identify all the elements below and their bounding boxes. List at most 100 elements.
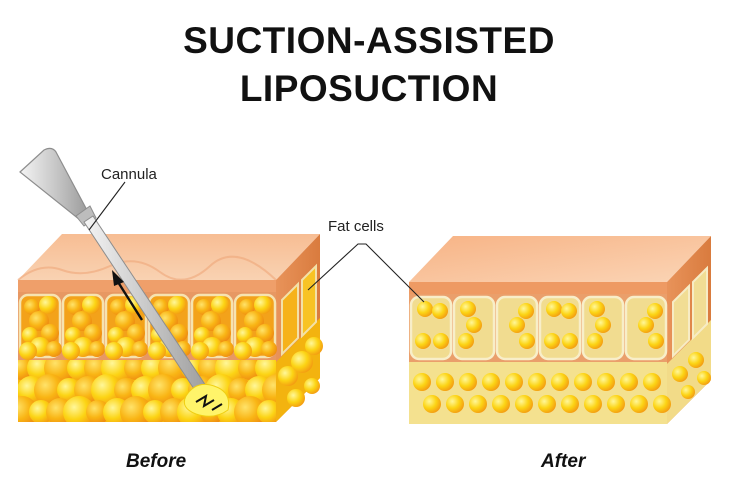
fat-cell bbox=[561, 395, 579, 413]
fat-cell bbox=[697, 371, 711, 385]
fat-cell bbox=[551, 373, 569, 391]
fat-cell bbox=[57, 378, 81, 402]
fat-cell bbox=[62, 342, 80, 360]
fat-cell bbox=[256, 324, 274, 342]
fat-cell bbox=[595, 317, 611, 333]
fat-cell bbox=[46, 341, 62, 357]
fat-cell bbox=[458, 333, 474, 349]
after-side-fat bbox=[672, 352, 711, 399]
fat-cell bbox=[153, 299, 169, 315]
fat-cell bbox=[415, 333, 431, 349]
fat-cell bbox=[446, 395, 464, 413]
fat-cell bbox=[168, 296, 186, 314]
fat-cell bbox=[213, 324, 231, 342]
fat-cell bbox=[460, 301, 476, 317]
fat-cell bbox=[67, 299, 83, 315]
fat-cell bbox=[132, 341, 148, 357]
fat-cell bbox=[681, 385, 695, 399]
after-skin-top bbox=[409, 236, 711, 282]
fat-cell bbox=[148, 342, 166, 360]
fat-cell bbox=[29, 311, 49, 331]
fat-cell bbox=[170, 324, 188, 342]
fat-cell bbox=[647, 303, 663, 319]
fat-cell bbox=[304, 378, 320, 394]
fat-cell bbox=[459, 373, 477, 391]
fat-cell bbox=[492, 395, 510, 413]
fat-cell bbox=[148, 374, 180, 406]
fat-cell bbox=[105, 342, 123, 360]
fat-cell bbox=[620, 373, 638, 391]
fat-cells-pointer-line bbox=[307, 243, 425, 303]
fat-cell bbox=[688, 352, 704, 368]
cannula-handle bbox=[19, 147, 89, 221]
fat-cell bbox=[254, 296, 272, 314]
fat-cell bbox=[244, 311, 264, 331]
fat-cell bbox=[211, 296, 229, 314]
fat-cell bbox=[509, 317, 525, 333]
direction-arrow-icon bbox=[112, 270, 124, 286]
fat-cell bbox=[432, 303, 448, 319]
fat-cell bbox=[110, 299, 126, 315]
fat-cell bbox=[41, 324, 59, 342]
fat-cell bbox=[261, 341, 277, 357]
fat-cell bbox=[544, 333, 560, 349]
fat-cell bbox=[518, 303, 534, 319]
fat-cell bbox=[630, 395, 648, 413]
fat-cell bbox=[39, 296, 57, 314]
fat-cell bbox=[574, 373, 592, 391]
fat-cell bbox=[562, 333, 578, 349]
fat-cell bbox=[115, 311, 135, 331]
fat-cell bbox=[466, 317, 482, 333]
fat-cell bbox=[34, 374, 66, 406]
fat-cell bbox=[638, 317, 654, 333]
fat-cell bbox=[72, 311, 92, 331]
fat-cell bbox=[91, 374, 123, 406]
fat-cell bbox=[587, 333, 603, 349]
fat-cell bbox=[413, 373, 431, 391]
fat-cell bbox=[127, 324, 145, 342]
fat-cell bbox=[423, 395, 441, 413]
fat-cell bbox=[218, 341, 234, 357]
fat-cell bbox=[84, 324, 102, 342]
fat-cell bbox=[257, 400, 276, 422]
after-caption: After bbox=[541, 451, 586, 472]
before-side-fat bbox=[278, 337, 323, 407]
fat-cell bbox=[469, 395, 487, 413]
before-block bbox=[17, 234, 323, 422]
fat-cell bbox=[89, 341, 105, 357]
fat-cell bbox=[287, 389, 305, 407]
fat-cell bbox=[417, 301, 433, 317]
cannula-pointer-line bbox=[88, 181, 126, 231]
fat-cell bbox=[436, 373, 454, 391]
fat-cell bbox=[19, 342, 37, 360]
after-block bbox=[409, 236, 711, 424]
cannula bbox=[19, 147, 230, 417]
fat-cell bbox=[607, 395, 625, 413]
before-caption: Before bbox=[126, 451, 187, 472]
before-skin-top bbox=[18, 234, 320, 280]
cannula-label: Cannula bbox=[101, 166, 157, 183]
fat-cell bbox=[597, 373, 615, 391]
fat-cell bbox=[589, 301, 605, 317]
fat-cell bbox=[433, 333, 449, 349]
fat-cells-label: Fat cells bbox=[328, 218, 384, 235]
fat-cell bbox=[519, 333, 535, 349]
before-lower-fat bbox=[18, 360, 276, 422]
fat-cell bbox=[201, 311, 221, 331]
fat-cell bbox=[239, 299, 255, 315]
after-fat-compartments bbox=[409, 295, 668, 361]
fat-cell bbox=[191, 342, 209, 360]
after-lower-fat bbox=[413, 373, 671, 413]
fat-cell bbox=[278, 366, 298, 386]
fat-cell bbox=[538, 395, 556, 413]
fat-cell bbox=[291, 351, 313, 373]
fat-cell bbox=[643, 373, 661, 391]
fat-cell bbox=[653, 395, 671, 413]
fat-cell bbox=[672, 366, 688, 382]
fat-cell bbox=[528, 373, 546, 391]
fat-cell bbox=[234, 342, 252, 360]
fat-cell bbox=[482, 373, 500, 391]
fat-cell bbox=[305, 337, 323, 355]
pointer-lines bbox=[88, 181, 425, 303]
